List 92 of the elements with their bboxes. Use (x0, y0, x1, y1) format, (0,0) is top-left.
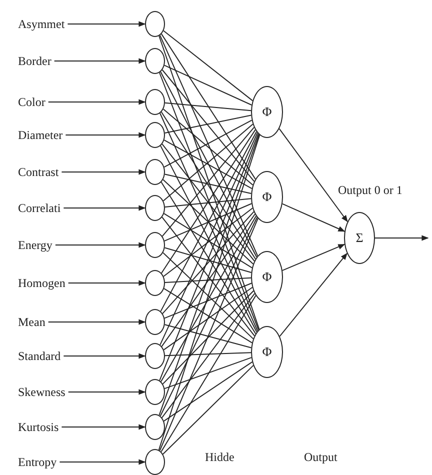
connection-line (162, 144, 255, 262)
arrow (68, 280, 146, 286)
input-label: Standard (18, 347, 61, 365)
neuron-circle (145, 270, 165, 296)
neuron-circle (145, 309, 165, 335)
input-label: Border (18, 52, 52, 70)
input-label: Mean (18, 313, 46, 331)
connection-line (164, 140, 252, 190)
connection-line (164, 247, 252, 273)
input-label: Diameter (18, 126, 63, 144)
neuron-circle: Φ (251, 86, 283, 138)
arrow (278, 128, 348, 222)
connection-line (162, 364, 254, 455)
neuron-circle: Φ (251, 251, 283, 303)
input-label: Skewness (18, 383, 66, 401)
connection-line (164, 198, 252, 208)
arrow (54, 58, 146, 64)
input-label: Kurtosis (18, 418, 59, 436)
input-label: Color (18, 93, 46, 111)
connection-line (164, 102, 252, 112)
arrow (54, 242, 146, 248)
connection-line (162, 252, 254, 340)
connection-line (160, 112, 256, 260)
connection-line (160, 216, 258, 417)
connection-line (164, 277, 252, 283)
layer-label: Hidde (205, 450, 234, 465)
neuron-circle (145, 195, 165, 221)
connection-line (162, 126, 255, 237)
connection-line (160, 34, 258, 256)
connection-line (161, 293, 256, 418)
connection-line (164, 282, 252, 319)
connection-line (162, 179, 254, 264)
input-label: Contrast (18, 163, 59, 181)
connection-line (164, 324, 252, 348)
input-label: Entropy (18, 453, 57, 471)
connection-line (160, 216, 257, 382)
arrow (374, 235, 429, 241)
layer-label: Output (304, 450, 338, 465)
connection-line (159, 218, 258, 452)
connection-line (164, 352, 252, 356)
neuron-circle (145, 414, 165, 440)
connection-line (160, 129, 256, 274)
neuron-circle (145, 159, 165, 185)
arrow (282, 203, 346, 232)
connection-line (164, 120, 252, 168)
neuron-circle (145, 89, 165, 115)
input-label: Correlati (18, 199, 61, 217)
input-label: Energy (18, 236, 52, 254)
connection-line (162, 290, 254, 384)
connection-line (163, 361, 253, 422)
connection-line (164, 114, 252, 134)
neuron-circle (145, 343, 165, 369)
connection-line (164, 357, 252, 390)
connection-line (160, 295, 256, 452)
connection-line (164, 203, 252, 242)
layer-label: Output 0 or 1 (338, 183, 402, 198)
arrow (68, 389, 146, 395)
neuron-circle (145, 122, 165, 148)
neuron-circle: Φ (251, 326, 283, 378)
arrow (59, 459, 146, 465)
neuron-circle: Σ (344, 212, 375, 264)
connection-line (163, 30, 254, 102)
input-label: Homogen (18, 274, 66, 292)
neuron-circle (145, 449, 165, 475)
arrow (61, 169, 146, 175)
connection-line (162, 69, 255, 182)
arrow (67, 21, 146, 27)
arrow (48, 99, 146, 105)
neuron-circle (145, 48, 165, 74)
arrow (48, 319, 146, 325)
connection-line (160, 71, 258, 258)
neuron-circle: Φ (251, 171, 283, 223)
connection-line (162, 211, 254, 314)
arrow (282, 244, 346, 271)
connection-line (163, 208, 254, 277)
input-label: Asymmet (18, 15, 65, 33)
arrow (279, 252, 348, 337)
connection-line (162, 108, 254, 186)
arrow (65, 132, 146, 138)
connection-line (162, 124, 254, 202)
connection-line (164, 174, 252, 194)
arrow (63, 353, 146, 359)
neuron-circle (145, 232, 165, 258)
neuron-circle (145, 11, 165, 37)
arrow (63, 205, 146, 211)
connection-line (160, 33, 256, 180)
connection-line (160, 131, 258, 312)
connection-line (160, 182, 256, 334)
connection-line (164, 213, 253, 268)
connection-line (164, 64, 252, 106)
neuron-circle (145, 379, 165, 405)
arrow (61, 424, 146, 430)
